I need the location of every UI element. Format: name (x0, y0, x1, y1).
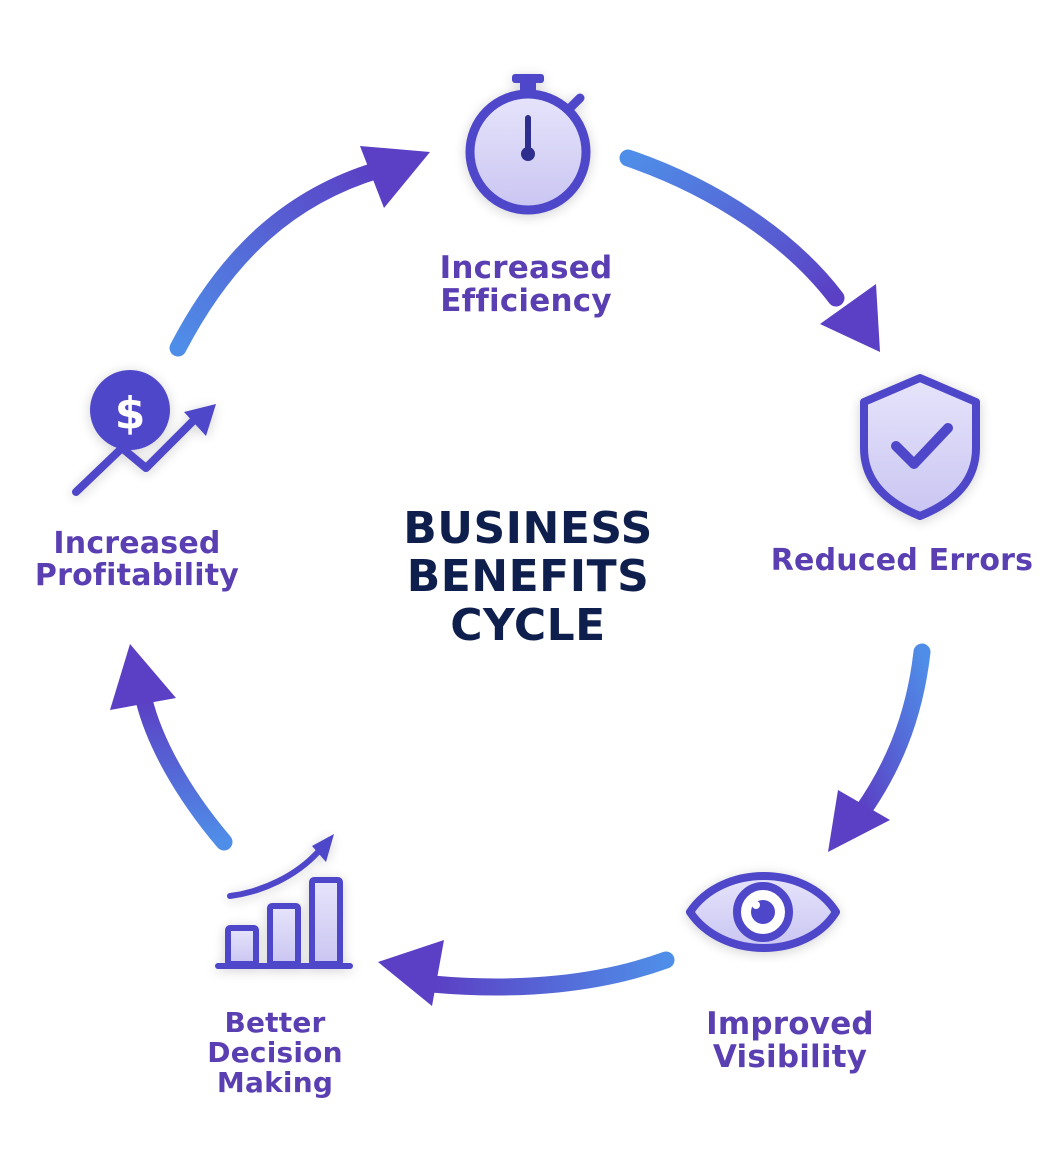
label-line: Reduced Errors (770, 543, 1034, 578)
title-line: CYCLE (450, 599, 606, 651)
stage-label-better-decision-making: Better Decision Making (160, 1006, 390, 1100)
arrow-decision-to-profit (110, 644, 233, 851)
label-line: Better (224, 1006, 326, 1039)
bar-chart-growth-icon (215, 834, 353, 969)
label-line: Visibility (712, 1039, 868, 1076)
label-line: Improved (706, 1006, 874, 1042)
diagram-title: BUSINESS BENEFITS CYCLE (340, 503, 716, 651)
label-line: Increased (439, 250, 613, 286)
arrow-profit-to-efficiency (169, 146, 430, 357)
arrow-efficiency-to-errors (619, 149, 880, 352)
stage-label-improved-visibility: Improved Visibility (660, 1006, 920, 1076)
stopwatch-icon (465, 74, 591, 215)
label-line: Decision (207, 1036, 343, 1070)
arrow-errors-to-visibility (828, 643, 931, 852)
dollar-growth-icon: $ (72, 370, 216, 496)
label-line: Making (216, 1066, 334, 1100)
arrow-visibility-to-decision (378, 940, 675, 1006)
stage-label-reduced-errors: Reduced Errors (748, 543, 1056, 578)
title-line: BENEFITS (406, 551, 650, 603)
eye-icon (686, 872, 840, 952)
label-line: Increased (53, 526, 221, 561)
stage-label-increased-profitability: Increased Profitability (6, 526, 268, 594)
title-line: BUSINESS (403, 503, 653, 554)
label-line: Profitability (34, 558, 240, 594)
stage-label-increased-efficiency: Increased Efficiency (396, 250, 656, 320)
label-line: Efficiency (440, 283, 612, 320)
svg-text:$: $ (115, 388, 146, 439)
shield-check-icon (860, 374, 980, 520)
